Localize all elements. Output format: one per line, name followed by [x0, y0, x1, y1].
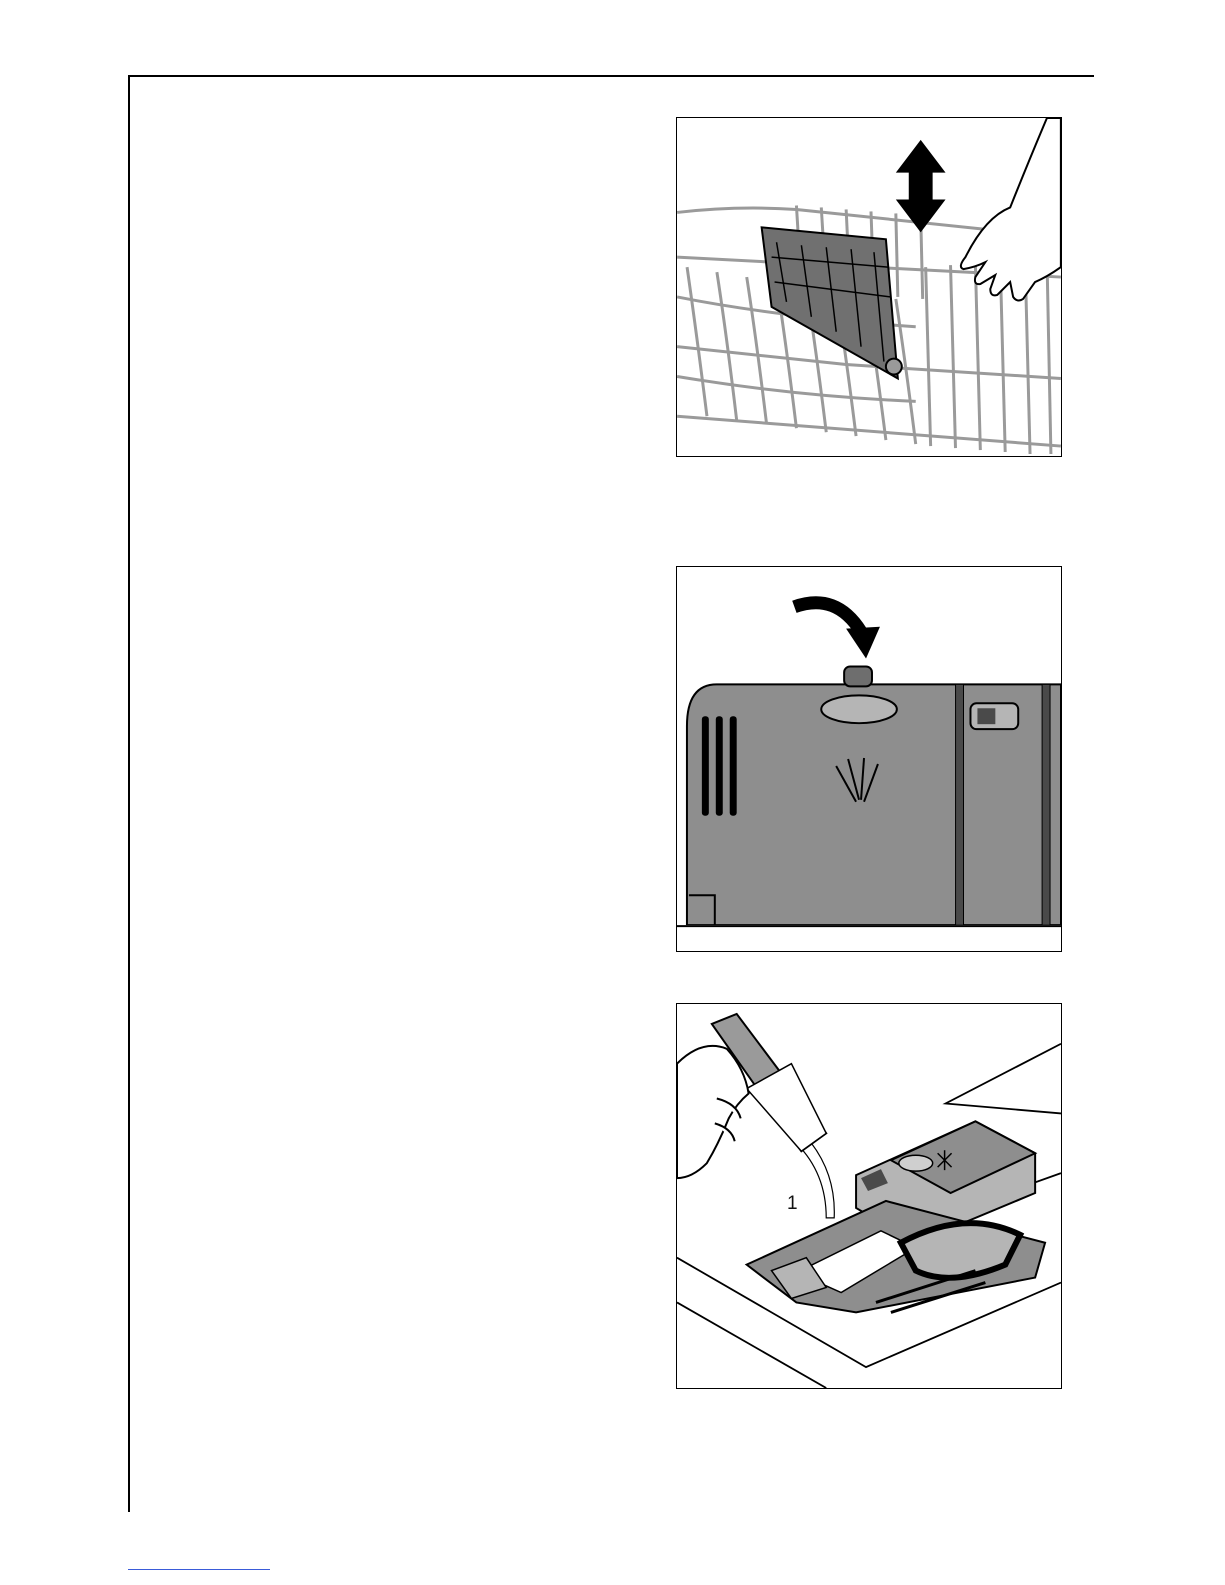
- open-dispenser-tray: [747, 1201, 1045, 1312]
- dispenser-filling-illustration: [677, 1004, 1061, 1388]
- dispenser-lid-illustration: [677, 567, 1061, 951]
- double-vertical-arrow-icon: [896, 140, 946, 232]
- figure-filling-salt-dispenser: 1: [676, 1003, 1062, 1389]
- dispenser-lid: [677, 666, 1061, 951]
- rack-flap: [762, 227, 902, 378]
- figure-basket-height-adjust: [676, 117, 1062, 457]
- callout-number-1: 1: [787, 1194, 798, 1213]
- curved-arrow-icon: [794, 603, 880, 659]
- hand-drawing: [677, 1046, 749, 1178]
- page-top-rule: [129, 75, 1094, 77]
- basket-illustration: [677, 118, 1061, 456]
- footer-link-underline[interactable]: [128, 1569, 270, 1570]
- figure-dispenser-lid-closing: [676, 566, 1062, 952]
- page-left-rule: [128, 75, 130, 1512]
